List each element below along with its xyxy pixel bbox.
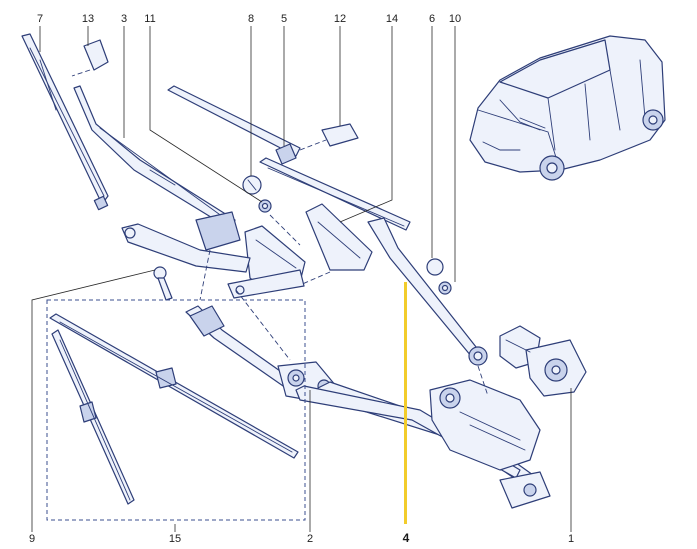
callout-12: 12 [334,13,346,25]
wiper-arm-bracket [121,211,305,299]
wiper-blade-7 [21,33,109,211]
callout-15: 15 [169,533,181,545]
callout-6: 6 [429,13,435,25]
callout-5: 5 [281,13,287,25]
callout-9: 9 [29,533,35,545]
highlight-bar-4 [404,282,407,524]
callout-7: 7 [37,13,43,25]
wiper-blade-kit-short [51,329,135,505]
cap-12 [299,123,359,151]
callout-13: 13 [82,13,94,25]
wiper-arm-right [367,217,488,366]
assembly-guide-line-2 [299,271,331,286]
leader-lines [31,26,572,532]
callout-11: 11 [144,13,155,25]
cap-13 [71,39,109,77]
callout-4: 4 [403,531,410,545]
bolt [153,266,173,301]
linkage-assembly-2 [185,305,551,509]
kit-box-15 [46,299,306,521]
callout-14: 14 [386,13,398,25]
nut-cap-8 [242,175,262,195]
guide-line-5 [477,365,489,397]
nut-10 [438,281,452,295]
car-illustration [469,35,666,181]
guide-line-3 [199,249,211,301]
wiper-motor-1 [499,325,587,397]
wiper-blade-kit-long [49,313,299,459]
rod-5 [167,85,301,165]
cover-panel-right [305,203,373,271]
wiper-blade-14 [259,157,411,231]
callout-1: 1 [568,533,574,545]
callout-8: 8 [248,13,254,25]
callout-10: 10 [449,13,461,25]
nut-11 [258,199,272,213]
callout-3: 3 [121,13,127,25]
nut-cap-6 [426,258,444,276]
assembly-guide-line-1 [269,214,301,246]
guide-line-4 [235,289,291,361]
callout-2: 2 [307,533,313,545]
